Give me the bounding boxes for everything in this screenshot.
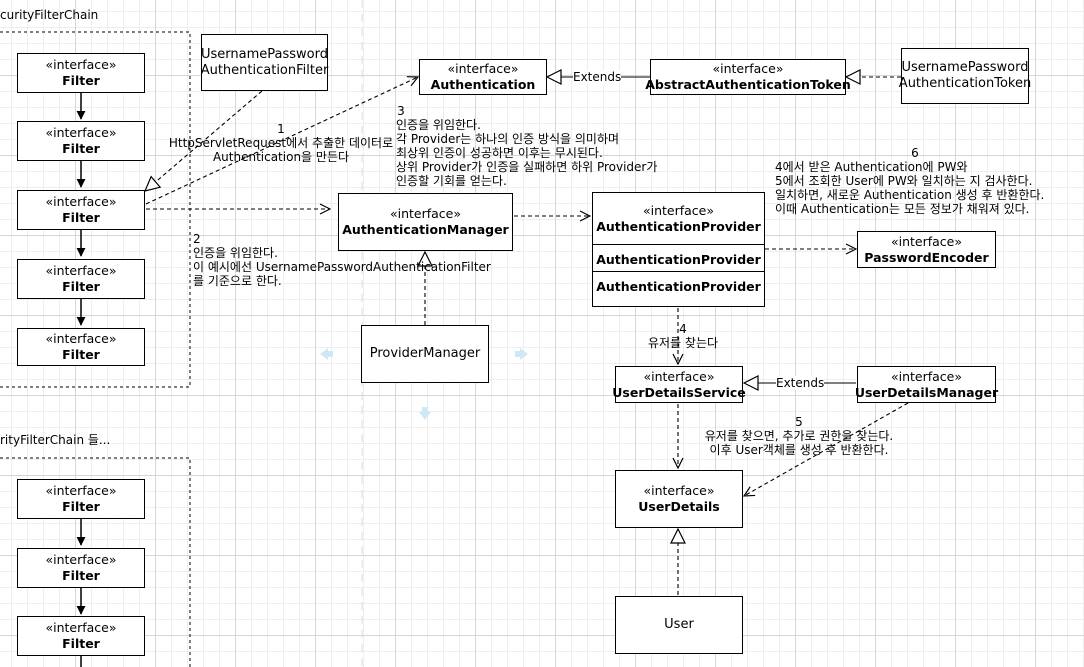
filter-node[interactable]: «interface» Filter xyxy=(17,548,145,588)
filter-label: Filter xyxy=(62,141,100,156)
filter-label: Filter xyxy=(62,210,100,225)
stereotype-label: «interface» xyxy=(45,263,117,278)
authentication-provider-node[interactable]: «interface» AuthenticationProvider Authe… xyxy=(592,192,765,307)
user-details-manager-node[interactable]: «interface» UserDetailsManager xyxy=(854,366,999,403)
filter-label: Filter xyxy=(62,568,100,583)
stereotype-label: «interface» xyxy=(45,620,117,635)
user-details-service-node[interactable]: «interface» UserDetailsService xyxy=(612,366,746,403)
filter-label: Filter xyxy=(62,636,100,651)
provider-manager-label: ProviderManager xyxy=(369,346,481,361)
stereotype-label: «interface» xyxy=(45,125,117,140)
provider-row[interactable]: AuthenticationProvider xyxy=(593,271,764,306)
provider-header: «interface» AuthenticationProvider xyxy=(593,203,764,235)
filter-label: Filter xyxy=(62,279,100,294)
filter-node[interactable]: «interface» Filter xyxy=(17,616,145,656)
filter-label: Filter xyxy=(62,73,100,88)
filter-label: Filter xyxy=(62,347,100,362)
stereotype-label: «interface» xyxy=(447,61,519,76)
filter-node[interactable]: «interface» Filter xyxy=(17,121,145,161)
uds-label: UserDetailsService xyxy=(612,384,746,400)
manager-label: AuthenticationManager xyxy=(342,222,509,237)
provider-manager-node[interactable]: ProviderManager xyxy=(361,325,489,383)
edge-filter-to-authentication xyxy=(145,77,418,205)
stereotype-label: «interface» xyxy=(643,483,715,498)
provider-row[interactable]: AuthenticationProvider xyxy=(593,244,764,271)
filter-node[interactable]: «interface» Filter xyxy=(17,259,145,299)
filter-node[interactable]: «interface» Filter xyxy=(17,328,145,366)
stereotype-label: «interface» xyxy=(890,368,963,384)
authentication-node[interactable]: «interface» Authentication xyxy=(419,59,547,95)
stereotype-label: «interface» xyxy=(642,203,715,218)
filter-node[interactable]: «interface» Filter xyxy=(17,53,145,93)
extends-label: Extends xyxy=(776,376,825,390)
filter-label: Filter xyxy=(62,499,100,514)
edge-filter-to-upaf xyxy=(145,90,263,191)
abstract-authentication-token-node[interactable]: «interface» AbstractAuthenticationToken xyxy=(645,59,851,95)
password-encoder-node[interactable]: «interface» PasswordEncoder xyxy=(857,231,996,268)
username-password-authentication-token[interactable]: UsernamePassword AuthenticationToken xyxy=(899,48,1031,104)
authentication-label: Authentication xyxy=(430,77,536,92)
user-label: User xyxy=(664,617,694,632)
udm-label: UserDetailsManager xyxy=(854,384,999,400)
note-step-1: 1 HttpServletRequest에서 추출한 데이터로 Authenti… xyxy=(168,122,394,164)
user-details-label: UserDetails xyxy=(638,499,720,514)
stereotype-label: «interface» xyxy=(890,233,963,249)
stereotype-label: «interface» xyxy=(45,57,117,72)
user-node[interactable]: User xyxy=(615,596,743,654)
note-step-4: 4 유저를 찾는다 xyxy=(647,322,719,350)
user-details-node[interactable]: «interface» UserDetails xyxy=(615,470,743,528)
hint-arrows xyxy=(320,348,528,420)
provider-label: AuthenticationProvider xyxy=(596,219,761,234)
stereotype-label: «interface» xyxy=(45,552,117,567)
filter-node[interactable]: «interface» Filter xyxy=(17,190,145,230)
edge-udm-to-userdetails xyxy=(744,402,909,496)
stereotype-label: «interface» xyxy=(712,61,784,76)
password-encoder-label: PasswordEncoder xyxy=(864,249,989,265)
username-password-authentication-filter[interactable]: UsernamePassword AuthenticationFilter xyxy=(201,34,328,91)
stereotype-label: «interface» xyxy=(45,483,117,498)
stereotype-label: «interface» xyxy=(643,368,715,384)
stereotype-label: «interface» xyxy=(45,331,117,346)
authentication-manager-node[interactable]: «interface» AuthenticationManager xyxy=(338,193,513,251)
filter-node[interactable]: «interface» Filter xyxy=(17,479,145,519)
abstract-token-label: AbstractAuthenticationToken xyxy=(645,77,851,92)
note-step-2: 2 인증을 위임한다. 이 예시에선 UsernamePasswordAuthe… xyxy=(193,232,491,288)
stereotype-label: «interface» xyxy=(389,206,462,221)
note-step-5: 5 유저를 찾으면, 추가로 권한을 찾는다. 이후 User객체를 생성 후 … xyxy=(704,415,894,457)
chain1-title: curityFilterChain xyxy=(0,8,99,22)
extends-label: Extends xyxy=(573,70,622,84)
chain2-title: rityFilterChain 들... xyxy=(0,433,111,447)
stereotype-label: «interface» xyxy=(45,194,117,209)
